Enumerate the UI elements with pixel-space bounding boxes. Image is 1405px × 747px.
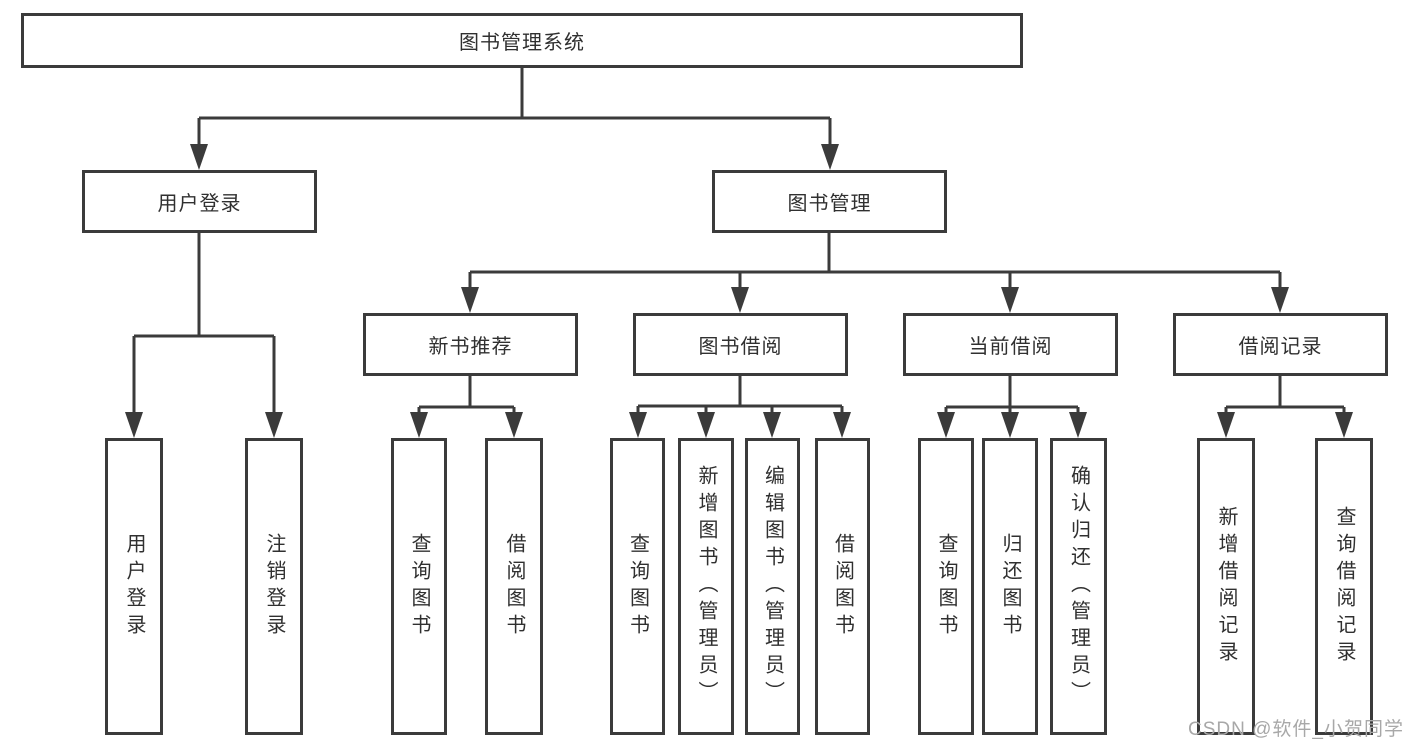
leaf-label: 注销登录 [263, 532, 285, 641]
leaf-query-books-current: 查询图书 [918, 438, 974, 735]
leaf-add-books-admin: 新增图书（管理员） [678, 438, 734, 735]
leaf-label: 用户登录 [123, 532, 145, 641]
leaf-add-borrow-record: 新增借阅记录 [1197, 438, 1255, 735]
leaf-query-books-recommend: 查询图书 [391, 438, 447, 735]
node-book-borrowing: 图书借阅 [633, 313, 848, 376]
node-current-borrowing: 当前借阅 [903, 313, 1118, 376]
leaf-label: 确认归还（管理员） [1067, 465, 1090, 708]
leaf-label: 查询图书 [408, 532, 430, 641]
leaf-user-login: 用户登录 [105, 438, 163, 735]
node-label: 当前借阅 [968, 336, 1053, 358]
leaf-borrow-books: 借阅图书 [815, 438, 870, 735]
leaf-label: 查询借阅记录 [1333, 505, 1355, 668]
leaf-label: 归还图书 [999, 532, 1021, 641]
node-label: 用户登录 [157, 193, 242, 215]
leaf-label: 编辑图书（管理员） [761, 465, 784, 708]
leaf-return-books: 归还图书 [982, 438, 1038, 735]
leaf-query-books-borrow: 查询图书 [610, 438, 665, 735]
node-library-management-system: 图书管理系统 [21, 13, 1023, 68]
node-label: 图书管理 [787, 193, 872, 215]
leaf-query-borrow-record: 查询借阅记录 [1315, 438, 1373, 735]
leaf-borrow-books-recommend: 借阅图书 [485, 438, 543, 735]
node-new-book-recommendation: 新书推荐 [363, 313, 578, 376]
node-label: 图书管理系统 [459, 32, 585, 54]
leaf-label: 查询图书 [626, 532, 649, 641]
node-label: 图书借阅 [698, 336, 783, 358]
node-book-management: 图书管理 [712, 170, 947, 233]
leaf-label: 新增图书（管理员） [695, 465, 717, 708]
leaf-confirm-return-admin: 确认归还（管理员） [1050, 438, 1107, 735]
leaf-logout: 注销登录 [245, 438, 303, 735]
node-label: 借阅记录 [1238, 336, 1323, 358]
leaf-edit-books-admin: 编辑图书（管理员） [745, 438, 800, 735]
watermark: CSDN @软件_小贺同学 [1188, 719, 1404, 740]
leaf-label: 查询图书 [935, 532, 957, 641]
node-label: 新书推荐 [428, 336, 513, 358]
leaf-label: 借阅图书 [503, 532, 525, 641]
node-borrowing-records: 借阅记录 [1173, 313, 1388, 376]
leaf-label: 新增借阅记录 [1215, 505, 1237, 668]
node-user-login: 用户登录 [82, 170, 317, 233]
leaf-label: 借阅图书 [831, 532, 854, 641]
